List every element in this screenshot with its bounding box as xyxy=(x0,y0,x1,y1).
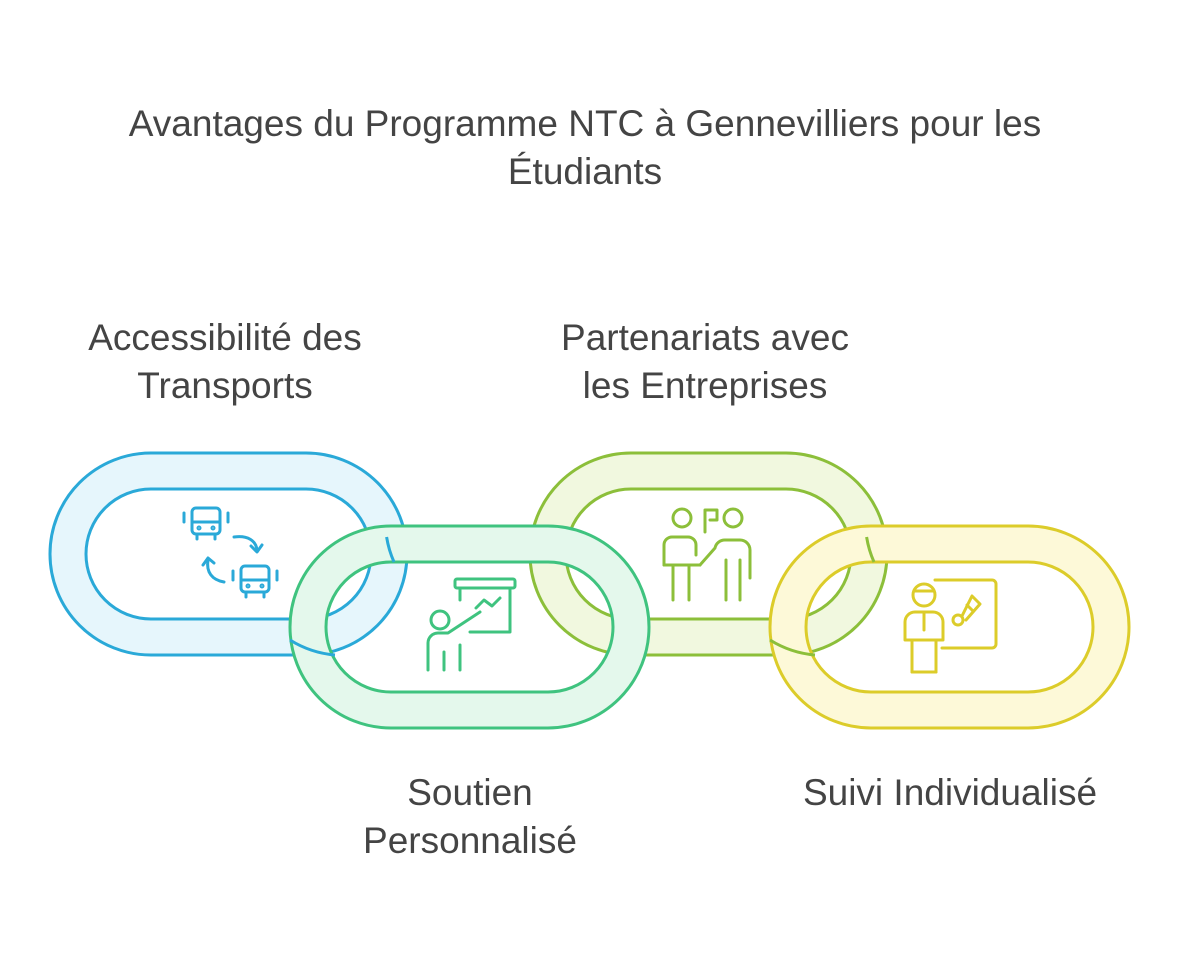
chain-interlock-1 xyxy=(289,536,396,657)
label-suivi-individualise: Suivi Individualisé xyxy=(760,769,1140,817)
label-soutien-personnalise: Soutien Personnalisé xyxy=(290,769,650,865)
coach-board-icon xyxy=(903,578,998,674)
diagram-title: Avantages du Programme NTC à Gennevillie… xyxy=(128,103,1042,192)
label-line: Suivi Individualisé xyxy=(802,772,1098,813)
label-line: Soutien xyxy=(407,772,533,813)
meeting-presentation-icon xyxy=(662,507,752,602)
label-line: les Entreprises xyxy=(582,365,828,406)
chain-interlock-2 xyxy=(769,536,876,657)
label-line: Partenariats avec xyxy=(561,317,849,358)
label-line: Personnalisé xyxy=(363,820,577,861)
label-accessibilite-transports: Accessibilité des Transports xyxy=(40,314,410,410)
chain-link-2 xyxy=(288,524,651,730)
label-line: Accessibilité des xyxy=(88,317,362,358)
teacher-board-icon xyxy=(426,577,517,672)
label-partenariats-entreprises: Partenariats avec les Entreprises xyxy=(520,314,890,410)
bus-transfer-icon xyxy=(182,506,279,599)
label-line: Transports xyxy=(137,365,313,406)
chain-link-4 xyxy=(768,524,1131,730)
